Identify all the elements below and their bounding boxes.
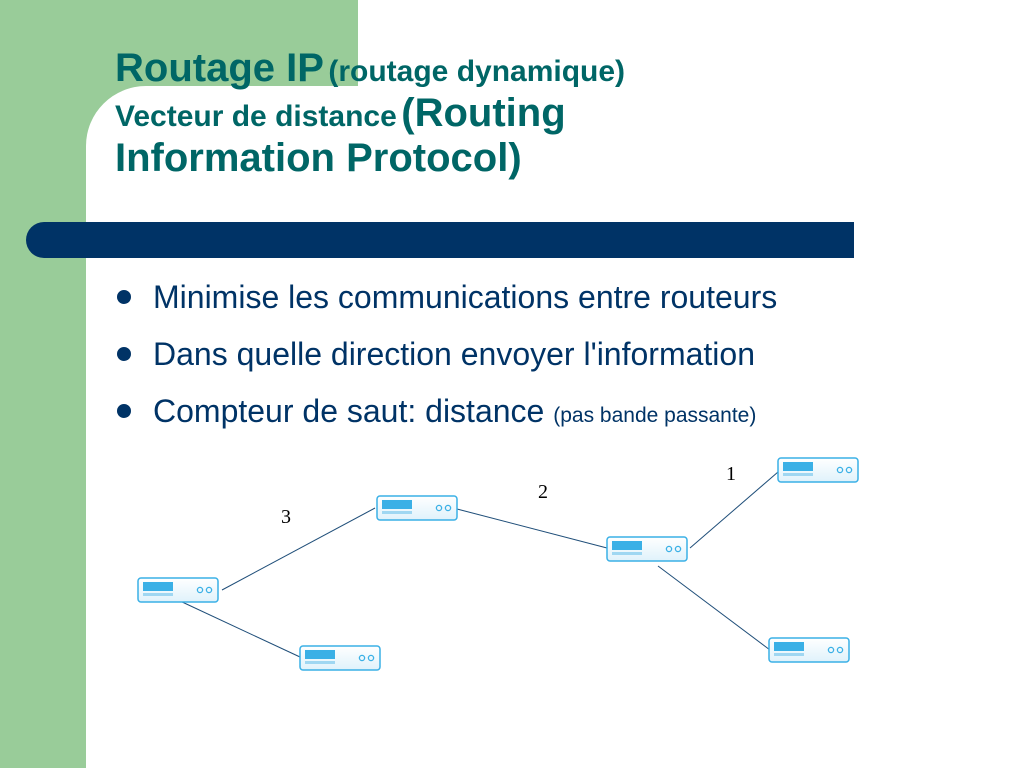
router-icon xyxy=(606,536,688,562)
hop-label-3: 3 xyxy=(281,506,291,528)
title-line3: Information Protocol) xyxy=(115,135,522,180)
router-icon xyxy=(376,495,458,521)
bullet-text: Compteur de saut: distance xyxy=(153,393,545,429)
white-top-area xyxy=(358,0,1024,90)
bullet-dot-icon xyxy=(117,404,131,418)
link-line xyxy=(456,508,608,549)
router-icon xyxy=(777,457,859,483)
hop-label-1: 1 xyxy=(726,463,736,485)
bullet-list: Minimise les communications entre routeu… xyxy=(115,272,777,443)
title-line2-b: (Routing xyxy=(401,90,566,135)
title-line2-a: Vecteur de distance xyxy=(115,99,397,133)
bullet-item: Dans quelle direction envoyer l'informat… xyxy=(115,329,777,386)
link-line xyxy=(657,565,771,651)
bullet-item: Minimise les communications entre routeu… xyxy=(115,272,777,329)
link-line xyxy=(179,600,301,658)
slide-title: Routage IP (routage dynamique) Vecteur d… xyxy=(115,46,835,180)
bullet-text: Minimise les communications entre routeu… xyxy=(153,279,778,315)
white-content-panel xyxy=(86,86,1024,768)
bullet-text: Dans quelle direction envoyer l'informat… xyxy=(153,336,755,372)
title-main: Routage IP xyxy=(115,46,324,90)
router-icon xyxy=(299,645,381,671)
link-line xyxy=(689,471,779,549)
hop-label-2: 2 xyxy=(538,481,548,503)
bullet-dot-icon xyxy=(117,347,131,361)
title-underline-bar xyxy=(26,222,854,258)
network-diagram: 3 2 1 xyxy=(137,457,859,671)
router-icon xyxy=(137,577,219,603)
title-paren: (routage dynamique) xyxy=(328,55,626,88)
router-icon xyxy=(768,637,850,663)
bullet-item: Compteur de saut: distance (pas bande pa… xyxy=(115,386,777,443)
bullet-dot-icon xyxy=(117,290,131,304)
link-line xyxy=(221,507,376,591)
bullet-note: (pas bande passante) xyxy=(553,404,757,427)
link-lines xyxy=(179,471,779,658)
